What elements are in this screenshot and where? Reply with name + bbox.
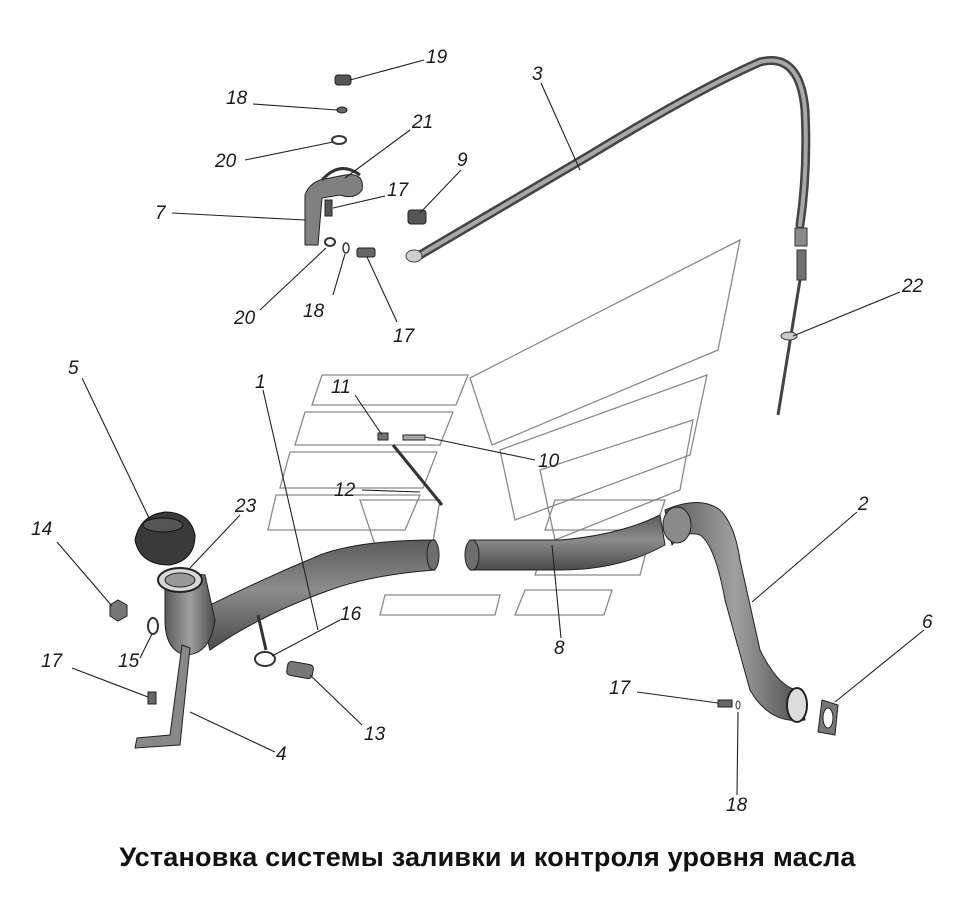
callout-2: 2 xyxy=(857,494,869,515)
filler-cap-5 xyxy=(134,511,196,566)
callout-17-left: 17 xyxy=(41,651,64,672)
callout-16: 16 xyxy=(340,604,362,625)
callout-18-top: 18 xyxy=(226,88,248,109)
callout-20-top: 20 xyxy=(214,151,237,172)
leader-lines xyxy=(56,59,925,796)
clip-22 xyxy=(780,331,798,341)
plug-13 xyxy=(286,660,314,680)
callout-9: 9 xyxy=(457,150,468,171)
gasket-6 xyxy=(817,699,839,736)
callout-15: 15 xyxy=(118,651,140,672)
callout-19: 19 xyxy=(426,47,448,68)
ring-15 xyxy=(147,617,159,635)
clamp-16 xyxy=(254,651,276,667)
callout-18-mid: 18 xyxy=(303,301,325,322)
callout-8: 8 xyxy=(554,638,565,659)
callout-11: 11 xyxy=(331,377,351,398)
callout-1: 1 xyxy=(255,372,266,393)
dipstick-tube xyxy=(405,56,811,416)
callout-6: 6 xyxy=(922,612,933,633)
background-logo xyxy=(267,238,741,616)
hardware-group xyxy=(304,74,376,258)
callout-labels: 19 18 20 21 17 7 9 3 20 18 17 22 11 10 1… xyxy=(31,47,933,816)
bracket-4 xyxy=(134,644,191,749)
callout-21: 21 xyxy=(411,112,433,133)
nut-14 xyxy=(109,599,128,622)
callout-10: 10 xyxy=(538,451,560,472)
figure-caption: Установка системы заливки и контроля уро… xyxy=(119,842,856,872)
filler-tube-1 xyxy=(199,539,440,651)
callout-4: 4 xyxy=(276,744,287,765)
callout-12: 12 xyxy=(334,480,356,501)
rod-12 xyxy=(377,432,444,506)
callout-5: 5 xyxy=(68,358,79,379)
washer-18-bottom xyxy=(735,700,741,710)
fitting-9 xyxy=(407,209,427,225)
callout-7: 7 xyxy=(155,203,167,224)
callout-17-top: 17 xyxy=(387,180,410,201)
callout-22: 22 xyxy=(901,276,924,297)
assembly-diagram: 19 18 20 21 17 7 9 3 20 18 17 22 11 10 1… xyxy=(31,47,933,816)
callout-13: 13 xyxy=(364,724,386,745)
callout-23: 23 xyxy=(234,496,257,517)
filler-neck xyxy=(157,567,216,656)
callout-17-right: 17 xyxy=(609,678,632,699)
callout-14: 14 xyxy=(31,519,52,540)
callout-17-mid: 17 xyxy=(393,326,416,347)
bolt-17-left xyxy=(147,691,157,705)
callout-18-bottom: 18 xyxy=(726,795,748,816)
hose-8 xyxy=(464,514,666,571)
callout-20-mid: 20 xyxy=(233,308,256,329)
callout-3: 3 xyxy=(532,64,543,85)
outlet-pipe-2 xyxy=(662,502,808,723)
bolt-17-right xyxy=(717,699,733,708)
